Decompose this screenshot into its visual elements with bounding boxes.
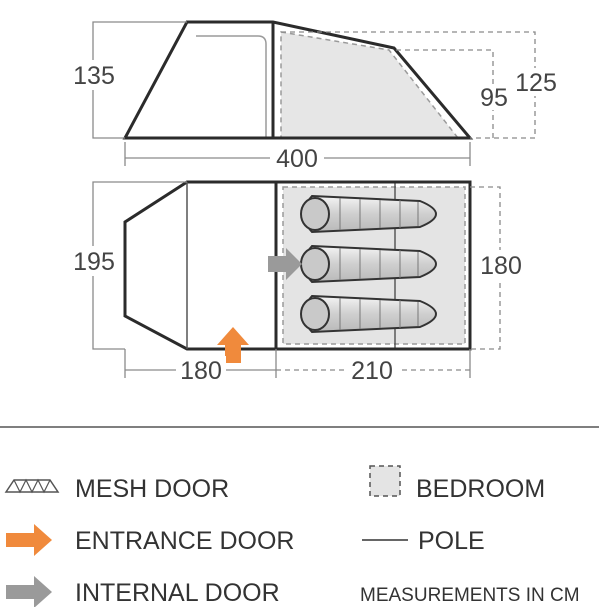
dim-bedroom-inner-height: 95 [480, 84, 508, 112]
side-window-panel [196, 35, 267, 138]
mesh-door-icon [4, 478, 60, 494]
sleeping-bag [300, 194, 437, 234]
dim-side-height: 135 [73, 62, 115, 90]
side-bedroom-area [280, 31, 460, 139]
dim-bedroom-width: 180 [480, 252, 522, 280]
side-tent-outline [122, 20, 474, 140]
legend: MESH DOOR ENTRANCE DOOR INTERNAL DOOR BE… [4, 465, 580, 607]
dim-bedroom-length: 210 [351, 357, 393, 385]
legend-bedroom: BEDROOM [416, 475, 545, 503]
internal-arrow-icon [268, 248, 302, 280]
legend-mesh-door: MESH DOOR [75, 475, 229, 503]
internal-arrow-icon [6, 576, 52, 607]
floor-plan: 195 180 180 210 [72, 180, 528, 385]
entrance-arrow-icon [6, 524, 52, 556]
dim-bedroom-outer-height: 125 [515, 69, 557, 97]
dim-porch-length: 180 [180, 357, 222, 385]
dim-total-length: 400 [276, 145, 318, 173]
sleeping-bag [300, 244, 437, 284]
legend-entrance-door: ENTRANCE DOOR [75, 527, 294, 555]
legend-measurements-note: MEASUREMENTS IN CM [360, 585, 580, 606]
legend-pole: POLE [418, 527, 485, 555]
dim-floor-width: 195 [73, 248, 115, 276]
entrance-arrow-icon [217, 327, 249, 363]
sleeping-bag [300, 294, 437, 334]
legend-internal-door: INTERNAL DOOR [75, 579, 280, 607]
bedroom-swatch-icon [369, 465, 401, 497]
side-elevation: 135 95 125 400 [72, 20, 560, 173]
